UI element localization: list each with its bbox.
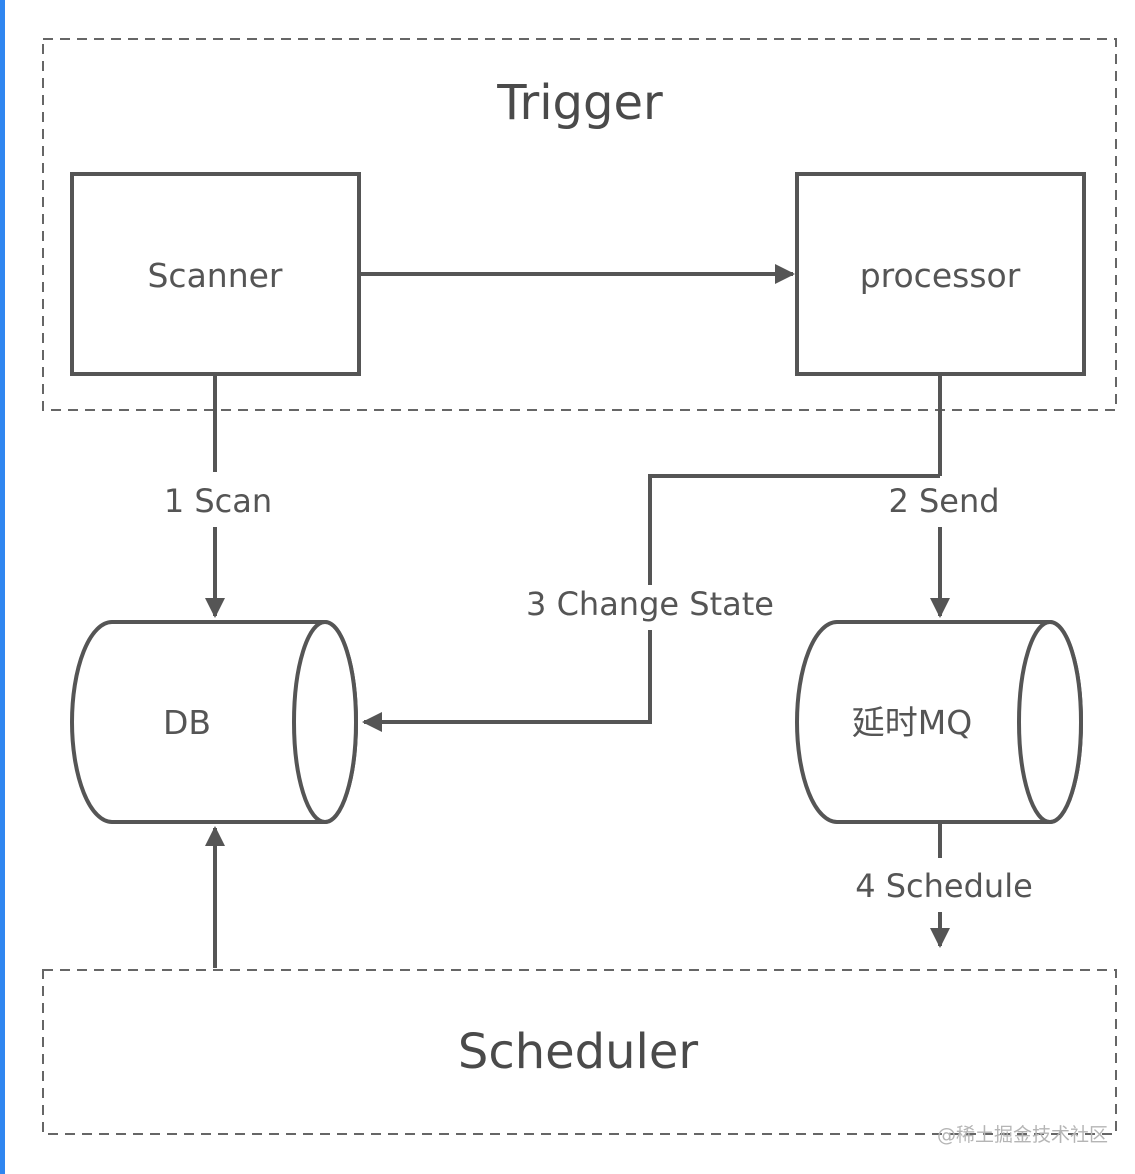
mq-node-cap	[1017, 620, 1083, 824]
schedule-edge-label: 4 Schedule	[855, 867, 1033, 905]
db-label: DB	[163, 703, 211, 742]
scanner-label: Scanner	[147, 256, 282, 295]
change-state-edge-top	[648, 474, 940, 585]
left-accent-bar	[0, 0, 5, 1174]
db-node-cap	[292, 620, 358, 824]
processor-label: processor	[860, 256, 1021, 295]
send-edge-label: 2 Send	[888, 482, 999, 520]
change-state-edge-label: 3 Change State	[526, 585, 774, 623]
scheduler-group-title: Scheduler	[458, 1024, 699, 1080]
scan-edge-label: 1 Scan	[164, 482, 272, 520]
change-state-edge-bottom	[362, 630, 652, 732]
processor-node[interactable]	[795, 172, 1086, 376]
trigger-group-title: Trigger	[496, 75, 663, 131]
mq-label: 延时MQ	[852, 703, 972, 742]
scheduler-group-border	[42, 969, 1117, 1135]
watermark-text: @稀土掘金技术社区	[937, 1124, 1108, 1146]
trigger-group-border	[42, 38, 1117, 411]
